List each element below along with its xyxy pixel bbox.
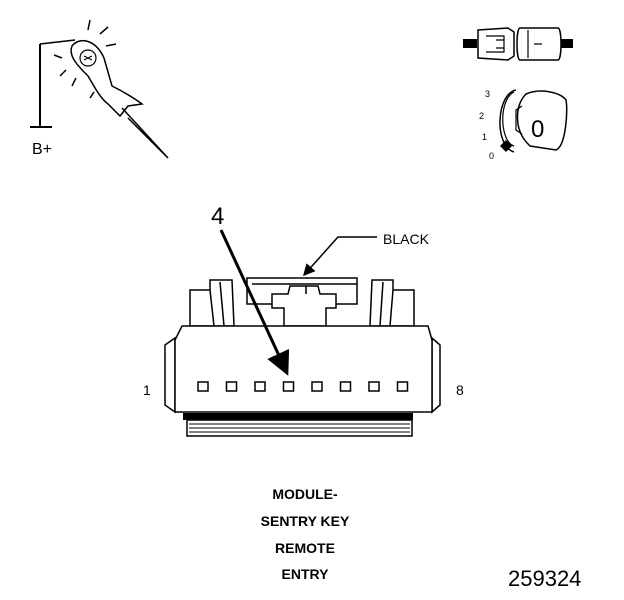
pin-cavities [197, 381, 409, 392]
connector-body [164, 277, 441, 437]
pin-cavity-4 [282, 381, 295, 392]
probe-handle [70, 39, 144, 118]
pin-cavity-8 [396, 381, 409, 392]
wire-color-leader [302, 236, 377, 277]
ground-lead [30, 44, 52, 128]
test-lead [39, 39, 76, 45]
ignition-key-icon [499, 89, 568, 153]
connector-disconnect-icon [463, 27, 573, 61]
supply-label: B+ [32, 141, 53, 158]
pin-cavity-6 [339, 381, 352, 392]
wire-color-label: BLACK [383, 231, 429, 247]
test-light-icon [30, 19, 169, 159]
caption-line-1: MODULE- [272, 486, 338, 502]
caption-line-2: SENTRY KEY [260, 513, 350, 529]
key-position-3: 3 [485, 89, 491, 99]
pin-cavity-3 [254, 381, 266, 392]
pin-cavity-7 [368, 381, 380, 392]
pin-cavity-1 [197, 381, 209, 392]
pin-cavity-2 [225, 381, 238, 392]
pin-callout-arrow [219, 229, 290, 376]
caption-line-4: ENTRY [281, 566, 329, 582]
key-position-2: 2 [479, 111, 485, 121]
pin-cavity-5 [311, 381, 323, 392]
probe-tip [121, 107, 169, 159]
figure-id: 259324 [508, 566, 582, 591]
key-position-0: 0 [489, 151, 495, 161]
last-pin-label: 8 [456, 382, 464, 398]
pin-callout-number: 4 [211, 203, 225, 230]
caption-line-3: REMOTE [275, 540, 335, 556]
first-pin-label: 1 [143, 382, 151, 398]
key-position-marker [500, 140, 512, 152]
key-position-1: 1 [482, 132, 488, 142]
light-rays-icon [53, 19, 117, 99]
key-label: 0 [531, 116, 545, 143]
